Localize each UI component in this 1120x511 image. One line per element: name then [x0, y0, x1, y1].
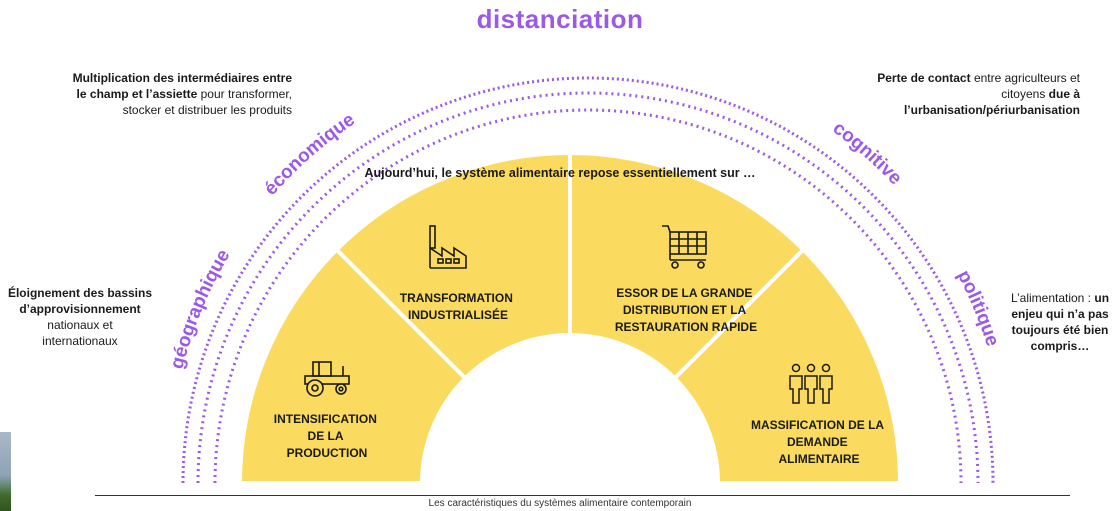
segment-label-distribution: ESSOR DE LA GRANDE DISTRIBUTION ET LA RE…: [615, 286, 757, 334]
segment-label-massification: MASSIFICATION DE LA DEMANDE ALIMENTAIRE: [751, 418, 887, 466]
note-cognitive-rest1: entre agriculteurs et: [970, 71, 1080, 85]
segment-group: [237, 150, 903, 485]
note-politique-bold2: enjeu qui n’a pas: [1011, 307, 1109, 321]
note-geographique-bold2: d’approvisionnement: [19, 302, 141, 316]
segment-transformation: [333, 150, 572, 382]
note-economique-bold1: Multiplication des intermédiaires entre: [72, 71, 292, 85]
segment-intensification: [237, 246, 469, 485]
segment-massification: [671, 246, 903, 485]
factory-icon: [429, 225, 467, 269]
distanciation-arc-outer: [181, 76, 995, 484]
people-icon: [789, 363, 833, 404]
note-geographique-bold1: Éloignement des bassins: [7, 286, 153, 300]
note-economique-rest2: stocker et distribuer les produits: [122, 103, 292, 117]
note-economique: Multiplication des intermédiaires entre …: [20, 70, 292, 118]
note-politique-bold3: toujours été bien: [1011, 323, 1109, 337]
dimension-label-economique: économique: [260, 109, 359, 199]
note-economique-bold2: le champ et l’assiette: [76, 87, 198, 101]
shopping-cart-icon: [662, 225, 707, 269]
note-geographique: Éloignement des bassins d’approvisionnem…: [0, 285, 160, 349]
segment-distribution: [568, 150, 807, 382]
note-cognitive: Perte de contact entre agriculteurs et c…: [820, 70, 1080, 118]
note-cognitive-bold3: l’urbanisation/périurbanisation: [903, 103, 1080, 117]
segment-label-transformation: TRANSFORMATION INDUSTRIALISÉE: [400, 291, 516, 322]
figure-caption: Les caractéristiques du systèmes aliment…: [428, 498, 692, 509]
note-geographique-rest1: nationaux et: [47, 318, 113, 332]
baseline-rule: [95, 495, 1070, 496]
note-cognitive-bold1: Perte de contact: [877, 71, 971, 85]
segment-label-intensification: INTENSIFICATION DE LA PRODUCTION: [274, 412, 380, 460]
note-politique-bold4: compris…: [1030, 339, 1090, 353]
distanciation-arc-middle: [196, 91, 980, 484]
note-politique-rest1: L’alimentation :: [1010, 291, 1095, 305]
tractor-icon: [304, 361, 350, 397]
note-cognitive-bold2: due à: [1048, 87, 1080, 101]
photo-fragment: [0, 432, 11, 511]
dimension-label-geographique: géographique: [167, 246, 235, 371]
dimension-label-politique: politique: [953, 267, 1003, 349]
note-geographique-rest2: internationaux: [42, 334, 118, 348]
note-cognitive-rest2: citoyens: [1001, 87, 1049, 101]
intro-text: Aujourd’hui, le système alimentaire repo…: [364, 166, 756, 180]
note-economique-rest1: pour transformer,: [197, 87, 292, 101]
diagram-title: distanciation: [476, 4, 644, 34]
note-politique-bold1: un: [1094, 291, 1110, 305]
note-politique: L’alimentation : un enjeu qui n’a pas to…: [1000, 290, 1120, 354]
